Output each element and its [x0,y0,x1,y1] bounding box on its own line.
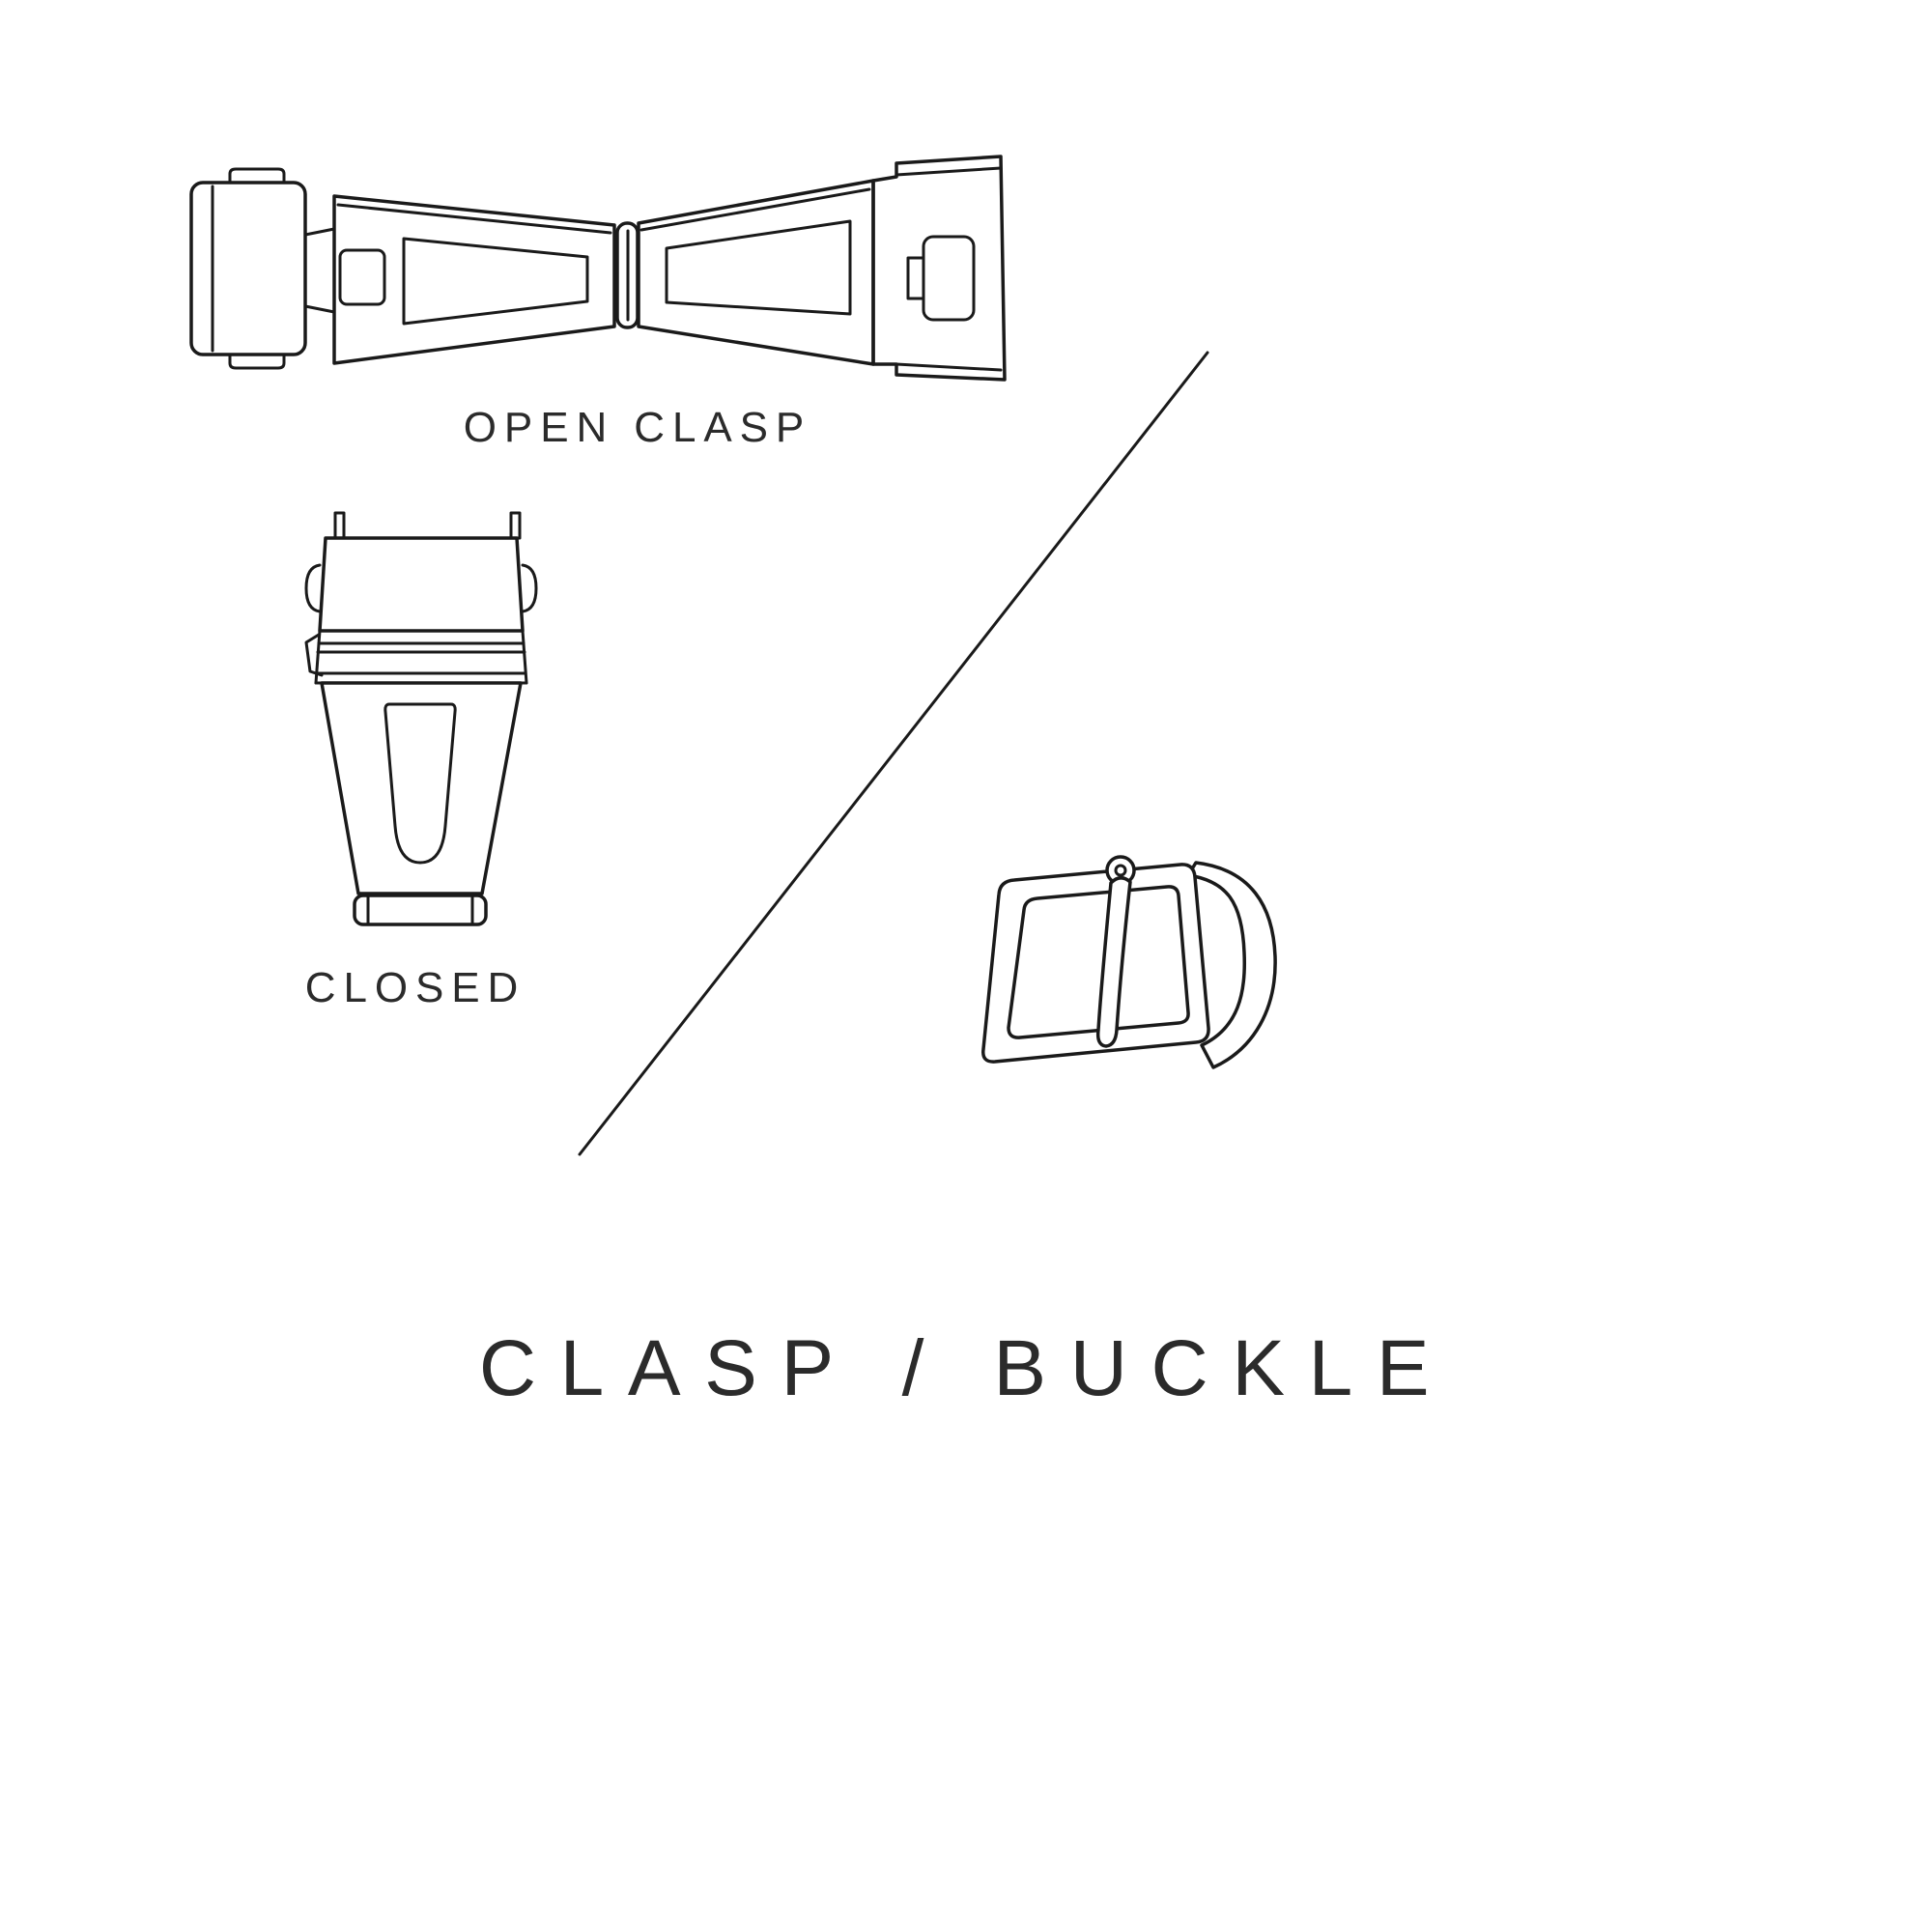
closed-clasp-top-cover [304,536,538,633]
closed-clasp-illustration [304,511,538,926]
open-clasp-right-blade [637,179,875,366]
closed-clasp-bottom-bar [353,894,488,926]
open-clasp-figure [174,140,1024,401]
closed-clasp-body [320,681,523,895]
open-clasp-left-blade [303,194,616,365]
divider-line [578,351,1209,1156]
open-clasp-illustration [189,155,1007,382]
buckle-side-thickness [1186,861,1277,1069]
buckle-figure [956,838,1285,1119]
buckle-frame [981,863,1210,1064]
closed-clasp-band [304,629,528,685]
page-title: CLASP / BUCKLE [478,1324,1454,1412]
buckle-illustration [981,855,1277,1069]
open-clasp-label: OPEN CLASP [463,404,812,451]
open-clasp-center-hinge [615,221,639,329]
closed-clasp-label: CLOSED [304,964,526,1011]
buckle-pin [1095,855,1136,1048]
closed-clasp-prongs [333,511,522,540]
closed-clasp-figure [295,507,546,942]
open-clasp-right-end-bracket [871,155,1007,382]
open-clasp-left-end-link [189,167,307,370]
